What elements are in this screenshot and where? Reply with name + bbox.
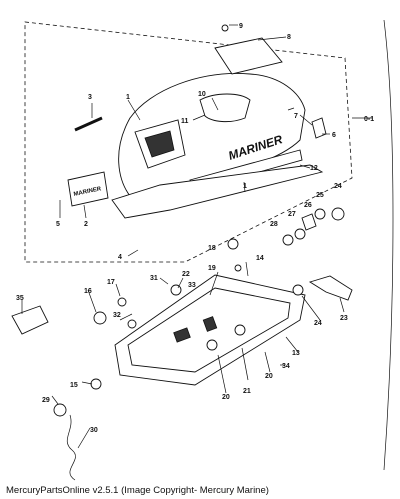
callout-26: 26 [304, 202, 312, 209]
cover-plate-8 [214, 37, 283, 75]
callout-31: 31 [150, 275, 158, 282]
bushing-24-upper [331, 207, 345, 221]
page-edge-curve [383, 19, 394, 471]
decal-2: MARINER [67, 171, 109, 207]
callout-11: 11 [181, 118, 189, 125]
callout-22: 22 [182, 271, 190, 278]
pin-14 [245, 261, 249, 277]
seal-rubber [111, 164, 324, 219]
assembly-boundary-cowl [24, 21, 353, 263]
callout-35: 35 [16, 295, 24, 302]
callout-1-a: 1 [126, 94, 130, 101]
cover-35 [11, 305, 49, 335]
screw-18 [227, 238, 239, 250]
callout-29: 29 [42, 397, 50, 404]
top-cowl: MARINER [118, 73, 306, 197]
callout-13: 13 [292, 350, 300, 357]
decal-text: MARINER [73, 186, 102, 198]
grommet-33 [170, 284, 182, 296]
washer-27 [294, 228, 306, 240]
callout-5: 5 [56, 221, 60, 228]
washer-25 [314, 208, 326, 220]
bushing-28 [282, 234, 294, 246]
callout-0-1: 0-1 [364, 116, 374, 123]
callout-6: 6 [332, 132, 336, 139]
callout-33: 33 [188, 282, 196, 289]
bushing-24-lower [292, 284, 304, 296]
callout-21: 21 [243, 388, 251, 395]
callout-4: 4 [118, 254, 122, 261]
lanyard-30 [66, 414, 76, 481]
callout-28: 28 [270, 221, 278, 228]
washer-19 [234, 264, 242, 272]
screw-9 [221, 24, 229, 32]
callout-17: 17 [107, 279, 115, 286]
callout-24-b: 24 [314, 320, 322, 327]
callout-20-b: 20 [265, 373, 273, 380]
callout-8: 8 [287, 34, 291, 41]
callout-23: 23 [340, 315, 348, 322]
callout-3: 3 [88, 94, 92, 101]
switch-29 [53, 403, 67, 417]
strip-3 [74, 116, 103, 132]
lever-23 [308, 275, 353, 301]
nut-32 [127, 319, 137, 329]
grommet-16 [93, 311, 107, 325]
callout-19: 19 [208, 265, 216, 272]
callout-14: 14 [256, 255, 264, 262]
lever-26 [301, 213, 317, 231]
callout-32: 32 [113, 312, 121, 319]
callout-25: 25 [316, 192, 324, 199]
callout-16: 16 [84, 288, 92, 295]
callout-15: 15 [70, 382, 78, 389]
callout-24-a: 24 [334, 183, 342, 190]
callout-10: 10 [198, 91, 206, 98]
callout-9: 9 [239, 23, 243, 30]
callout-7: 7 [294, 113, 298, 120]
leader-lines [21, 24, 345, 449]
latch-bracket-6 [311, 117, 327, 139]
callout-20-a: 20 [222, 394, 230, 401]
callout-18: 18 [208, 245, 216, 252]
callout-1-b: 1 [243, 183, 247, 190]
nut-17 [117, 297, 127, 307]
callout-30: 30 [90, 427, 98, 434]
grommet-15 [90, 378, 102, 390]
bottom-cowl [114, 274, 306, 386]
callout-12: 12 [310, 165, 318, 172]
image-caption: MercuryPartsOnline v2.5.1 (Image Copyrig… [6, 485, 269, 496]
callout-34: 34 [282, 363, 290, 370]
callout-27: 27 [288, 211, 296, 218]
callout-2: 2 [84, 221, 88, 228]
